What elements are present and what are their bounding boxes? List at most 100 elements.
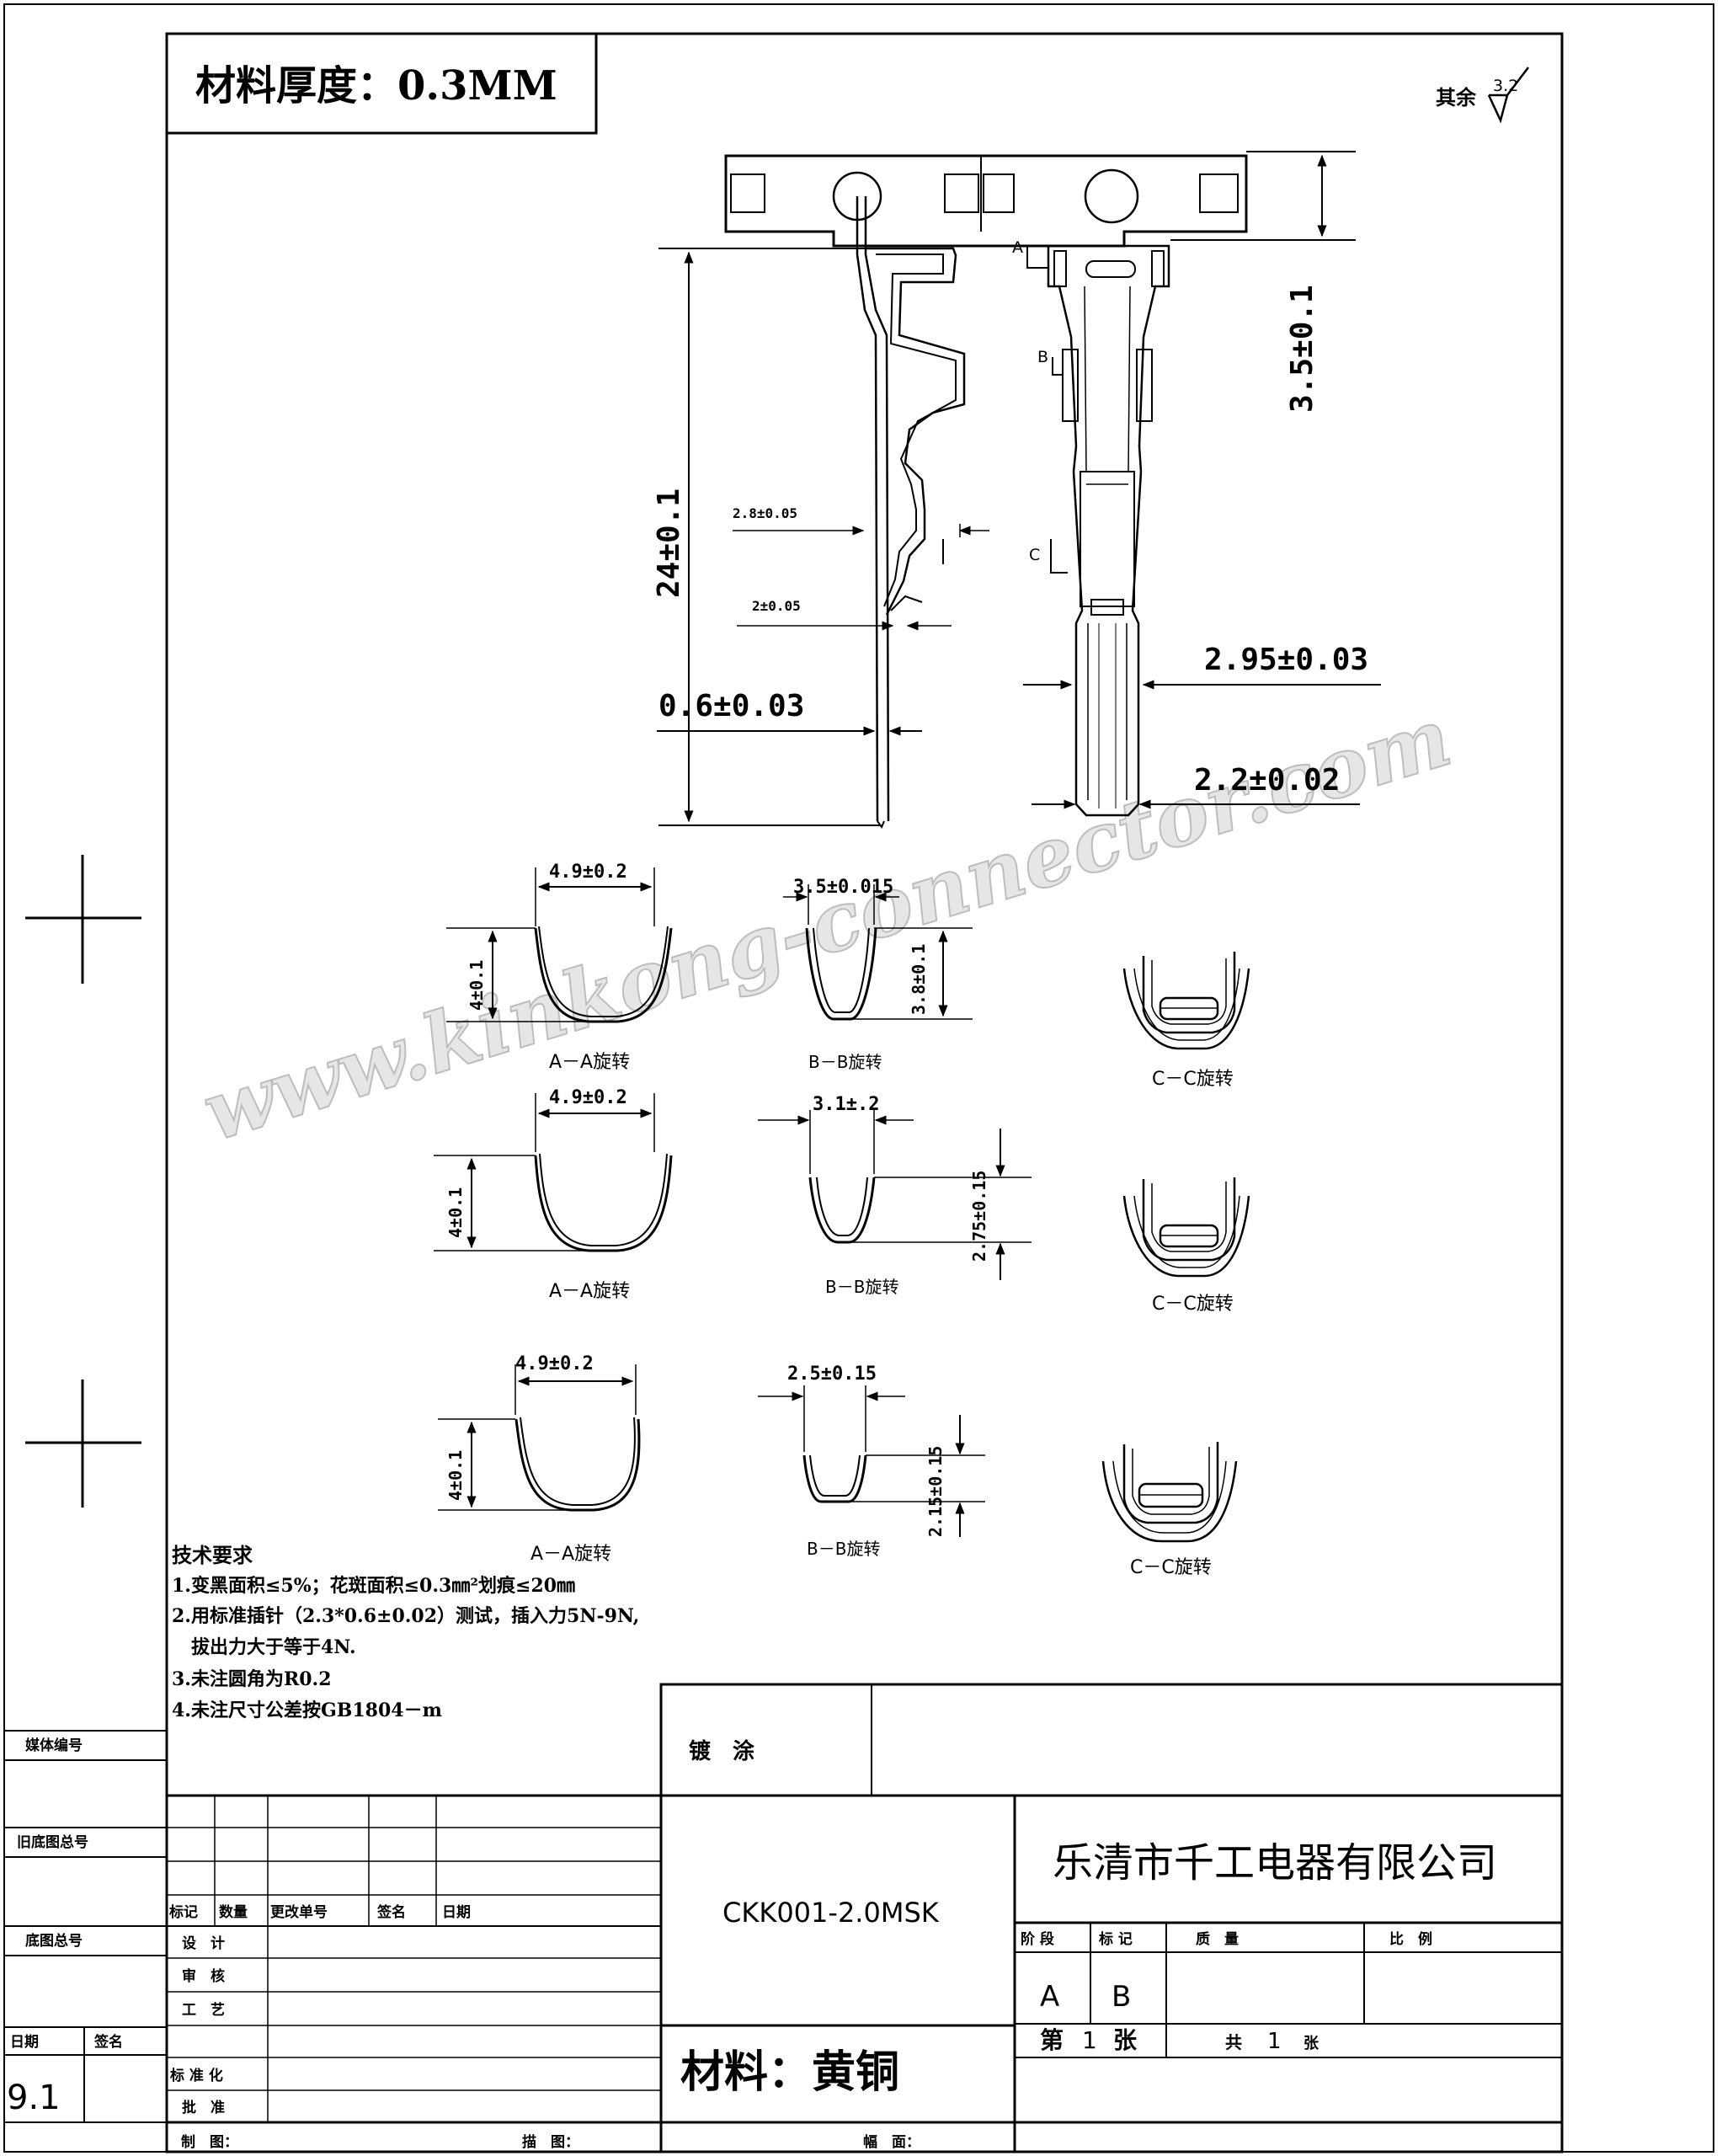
tech-requirements: 技术要求 1.变黑面积≤5%；花斑面积≤0.3㎜²划痕≤20㎜ 2.用标准插针（… (172, 1543, 639, 1721)
bb-height: 3.8±0.1 (909, 944, 929, 1015)
cc-label: C－C旋转 (1152, 1069, 1234, 1090)
role-label: 工 艺 (182, 2001, 225, 2019)
aa-width: 4.9±0.2 (549, 862, 627, 883)
section-mark-c: C (1029, 546, 1040, 564)
rev-header: 签名 (376, 1903, 406, 1921)
dim-24-text: 24±0.1 (652, 488, 686, 598)
section-mark-b: B (1037, 348, 1048, 366)
company-name: 乐清市千工电器有限公司 (1053, 1839, 1497, 1886)
registration-mark-lower (25, 1380, 141, 1508)
footer-label: 制 图： (181, 2133, 238, 2151)
bb-width: 3.5±0.015 (793, 877, 893, 898)
cc-label: C－C旋转 (1152, 1294, 1234, 1315)
total-label: 共 (1225, 2032, 1242, 2052)
tech-item: 2.用标准插针（2.3*0.6±0.02）测试，插入力5N-9N, (172, 1605, 639, 1627)
material-thickness-box: 材料厚度：0.3MM (165, 32, 598, 135)
sheet-unit: 张 (1113, 2026, 1137, 2054)
aa-width: 4.9±0.2 (515, 1353, 594, 1374)
section-bb-2: 3.1±.2 2.75±0.15 B－B旋转 (758, 1094, 1032, 1297)
role-label: 批 准 (182, 2099, 225, 2116)
dim-2-2-text: 2.2±0.02 (1194, 763, 1340, 798)
carrier-strip (724, 154, 1248, 248)
dim-2-8-text: 2.8±0.05 (733, 505, 797, 521)
dim-3-5: 3.5±0.1 (1170, 151, 1356, 413)
bb-width: 3.1±.2 (813, 1094, 879, 1115)
sheet-label: 第 (1040, 2026, 1064, 2054)
tech-item: 拔出力大于等于4N. (172, 1636, 356, 1658)
dim-0-6: 0.6±0.03 (657, 689, 922, 736)
date-label: 日期 (10, 2034, 39, 2051)
rev-header: 更改单号 (270, 1903, 328, 1921)
footer-label: 描 图： (522, 2133, 579, 2151)
stage-header: 比 例 (1389, 1930, 1432, 1948)
section-bb-1: 3.5±0.015 3.8±0.1 B－B旋转 (783, 877, 973, 1072)
section-aa-3: 4.9±0.2 4±0.1 A－A旋转 (438, 1353, 641, 1565)
tech-item: 3.未注圆角为R0.2 (172, 1668, 332, 1690)
aa-label: A－A旋转 (549, 1281, 630, 1302)
dim-2-text: 2±0.05 (752, 598, 801, 614)
dim-2-8: 2.8±0.05 (733, 505, 989, 537)
dim-24: 24±0.1 (652, 248, 880, 826)
sheet-frame (3, 3, 1714, 2153)
front-view: A B C (1012, 238, 1170, 817)
sheet-number: 1 (1082, 2026, 1097, 2054)
bb-label: B－B旋转 (825, 1277, 898, 1297)
dim-0-6-text: 0.6±0.03 (658, 689, 804, 723)
total-number: 1 (1267, 2029, 1282, 2054)
rev-header: 标记 (169, 1903, 198, 1921)
material: 材料：黄铜 (680, 2047, 899, 2098)
section-aa-2: 4.9±0.2 4±0.1 A－A旋转 (434, 1087, 673, 1302)
media-no-label: 媒体编号 (25, 1737, 83, 1754)
plating-label: 镀 涂 (689, 1738, 754, 1764)
base-no-label: 底图总号 (25, 1932, 83, 1950)
cc-label: C－C旋转 (1130, 1557, 1212, 1578)
section-bb-3: 2.5±0.15 2.15±0.15 B－B旋转 (758, 1364, 985, 1559)
aa-height: 4±0.1 (466, 960, 487, 1011)
role-label: 标 准 化 (170, 2067, 223, 2084)
watermark: www.kinkong-connector.com (193, 689, 1462, 1160)
stage-a: A (1040, 1980, 1059, 2014)
bb-label: B－B旋转 (808, 1052, 882, 1072)
date-value: 9.1 (7, 2079, 61, 2117)
dim-2: 2±0.05 (737, 598, 952, 631)
aa-width: 4.9±0.2 (549, 1087, 627, 1108)
roughness-label: 其余 (1436, 85, 1477, 109)
total-unit: 张 (1303, 2035, 1319, 2052)
aa-label: A－A旋转 (530, 1544, 611, 1565)
signature-label: 签名 (93, 2033, 123, 2051)
dim-2-2: 2.2±0.02 (1032, 763, 1360, 809)
old-base-no-label: 旧底图总号 (17, 1833, 88, 1851)
registration-mark-upper (25, 855, 141, 984)
dim-3-5-text: 3.5±0.1 (1285, 285, 1319, 413)
tech-item: 1.变黑面积≤5%；花斑面积≤0.3㎜²划痕≤20㎜ (172, 1575, 575, 1597)
aa-height: 4±0.1 (445, 1450, 466, 1501)
aa-label: A－A旋转 (549, 1052, 630, 1073)
bb-height: 2.15±0.15 (925, 1446, 946, 1537)
rev-header: 日期 (442, 1904, 471, 1921)
stage-header: 标 记 (1099, 1930, 1133, 1948)
material-thickness: 材料厚度：0.3MM (195, 62, 557, 109)
title-block: 媒体编号 旧底图总号 底图总号 日期 签名 9.1 镀 涂 标记 数量 更改单号… (4, 1683, 1564, 2152)
footer-label: 幅 面： (863, 2133, 920, 2151)
section-aa-1: 4.9±0.2 4±0.1 A－A旋转 (446, 862, 673, 1073)
bb-height: 2.75±0.15 (969, 1171, 989, 1262)
role-label: 设 计 (182, 1935, 225, 1952)
section-mark-a: A (1012, 238, 1023, 257)
stage-header: 阶 段 (1021, 1930, 1054, 1948)
bb-label: B－B旋转 (807, 1539, 880, 1559)
stage-header: 质 量 (1196, 1930, 1239, 1948)
aa-height: 4±0.1 (445, 1187, 466, 1238)
section-cc-1: C－C旋转 (1122, 952, 1250, 1090)
stage-b: B (1112, 1980, 1131, 2014)
surface-roughness-symbol: 其余 3.2 (1436, 67, 1529, 124)
rev-header: 数量 (219, 1903, 248, 1921)
section-cc-2: C－C旋转 (1122, 1177, 1250, 1315)
bb-width: 2.5±0.15 (787, 1364, 877, 1385)
section-cc-3: C－C旋转 (1101, 1442, 1238, 1578)
dim-2-95: 2.95±0.03 (1023, 643, 1381, 690)
side-view (856, 196, 966, 830)
tech-item: 4.未注尺寸公差按GB1804－m (172, 1700, 442, 1721)
role-label: 审 核 (182, 1967, 225, 1985)
part-number: CKK001-2.0MSK (722, 1897, 940, 1929)
